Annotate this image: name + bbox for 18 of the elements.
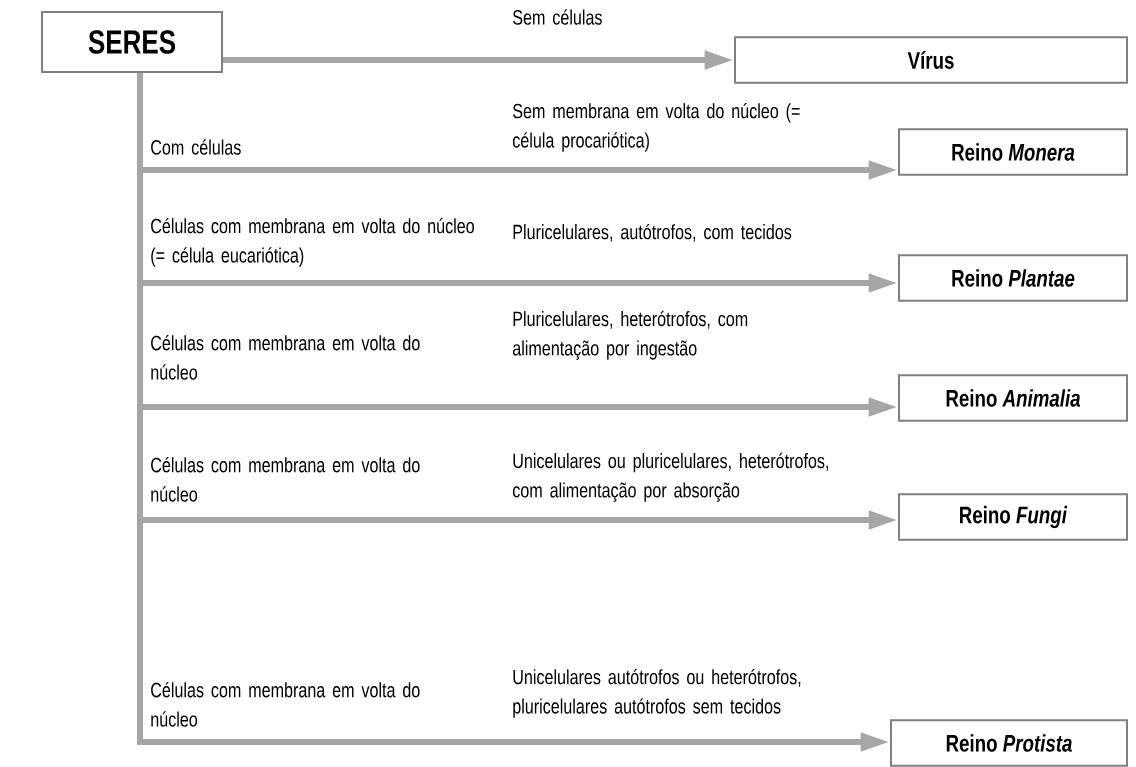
edge-label: Unicelulares ou pluricelulares, heterótrofos, com alimentação por absorção [512,452,828,502]
branch-label: Células com membrana em volta do núcleo (= célula eucariótica) [151,217,474,267]
kingdom-box: Reino Monera [898,128,1128,176]
kingdom-box: Reino Plantae [898,254,1128,302]
kingdom-box: Reino Protista [890,719,1128,767]
branch-label: Células com membrana em volta do núcleo [151,335,420,380]
edge-label: Pluricelulares, heterótrofos, com alimentação por ingestão [512,310,748,360]
branch-label: Células com membrana em volta do núcleo [151,682,420,727]
edge-label: Sem membrana em volta do núcleo (= célula procariótica) [512,102,800,152]
edge-label: Unicelulares autótrofos ou heterótrofos, pluricelulares autótrofos sem tecidos [513,668,801,718]
branch-label: Células com membrana em volta do núcleo [151,457,420,502]
kingdom-box: Reino Animalia [898,374,1128,422]
branch-label: Com células [151,139,241,155]
title-box: SERES [41,11,223,73]
edge-label: Sem células [513,9,602,25]
edge-label: Pluricelulares, autótrofos, com tecidos [513,223,792,242]
kingdom-box: Reino Fungi [898,493,1128,541]
kingdom-box: Vírus [734,36,1128,84]
